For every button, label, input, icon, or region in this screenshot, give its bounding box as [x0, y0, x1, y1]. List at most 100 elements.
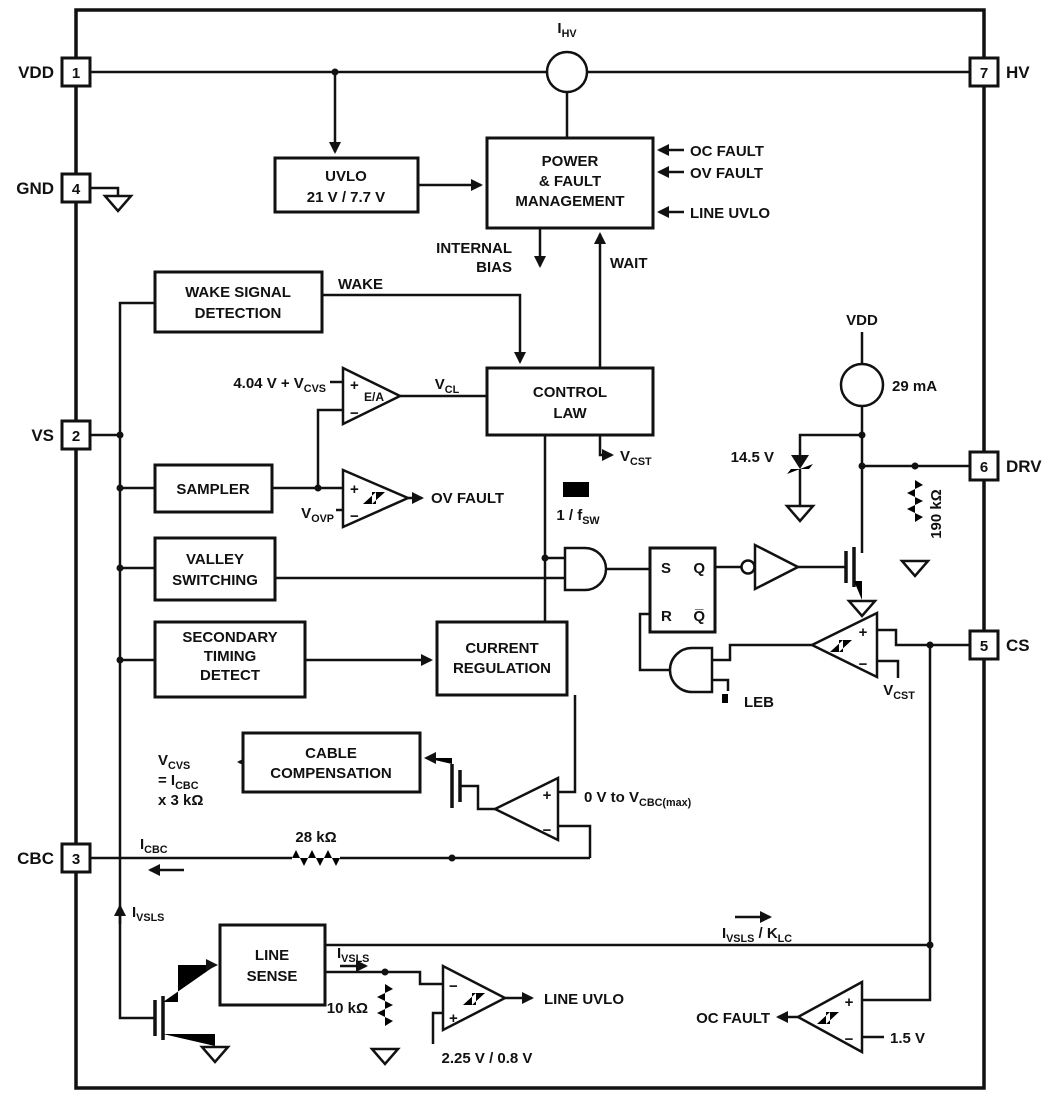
ov-comparator-triangle: [341, 468, 412, 529]
linesense-bot-out-wire: [325, 970, 443, 986]
vcl-label: VCL: [435, 376, 460, 396]
ea-plus-sign: +: [350, 377, 359, 394]
ic-outline: [74, 8, 986, 1090]
power-fault-label-3: MANAGEMENT: [515, 193, 624, 210]
valley-label-2: SWITCHING: [172, 572, 258, 589]
wait-label: WAIT: [610, 255, 648, 272]
vcbc-range-label: 0 V to VCBC(max): [584, 789, 692, 809]
resistor-28k: [292, 850, 340, 866]
block-control-law: CONTROL LAW: [485, 366, 655, 437]
ground-symbols: [102, 194, 931, 1066]
junction-dot: [541, 554, 549, 562]
hysteresis-icon: [363, 492, 385, 504]
zener-diode: [787, 455, 813, 474]
pin-hv-number: 7: [980, 65, 988, 82]
zener-branch-wire: [798, 433, 862, 455]
drv-mosfet-stubs: [854, 553, 862, 600]
pin-drv-number: 6: [980, 459, 988, 476]
pin-vdd: 1 VDD: [18, 56, 92, 88]
ov-fault-out-label: OV FAULT: [431, 490, 504, 507]
block-uvlo: UVLO 21 V / 7.7 V: [273, 156, 420, 214]
power-fault-label-1: POWER: [542, 153, 599, 170]
error-amplifier-triangle: [341, 365, 403, 427]
ivsls-mid-label: IVSLS: [337, 945, 369, 965]
opamp-minus-wire: [558, 824, 592, 858]
pin-cbc: 3 CBC: [17, 842, 92, 874]
pin-gnd-number: 4: [72, 181, 81, 198]
wake-detect-label-1: WAKE SIGNAL: [185, 284, 291, 301]
wake-label: WAKE: [338, 276, 383, 293]
and2-out-wire: [638, 612, 671, 672]
cbc-minus-sign: −: [543, 822, 552, 839]
control-law-label-2: LAW: [553, 405, 587, 422]
block-power-fault: POWER & FAULT MANAGEMENT: [485, 136, 655, 230]
pin-cbc-label: CBC: [17, 849, 54, 868]
fsw-label: 1 / fSW: [556, 507, 600, 527]
junction-dot: [314, 484, 322, 492]
line-sense-label-1: LINE: [255, 947, 289, 964]
zener-triangle: [791, 455, 809, 469]
ground-icon: [369, 1047, 401, 1066]
driver-triangle: [753, 542, 801, 592]
luvlo-plus-wire: [431, 1011, 443, 1044]
leb-stub-wire: [712, 678, 730, 691]
ea-label: E/A: [364, 390, 384, 404]
pin-vdd-number: 1: [72, 65, 80, 82]
block-sampler: SAMPLER: [153, 463, 274, 514]
gate-driver-buffer: [740, 542, 801, 592]
cable-box: [241, 731, 422, 794]
junction-dot: [331, 68, 339, 76]
sectime-label-1: SECONDARY: [182, 629, 277, 646]
cbc-plus-sign: +: [543, 787, 552, 804]
cable-label-1: CABLE: [305, 745, 357, 762]
cbc-opamp: + −: [492, 775, 560, 843]
vcvs-label-2: = ICBC: [158, 772, 199, 792]
junction-dot: [926, 941, 934, 949]
block-secondary-timing: SECONDARY TIMING DETECT: [153, 620, 307, 699]
ea-minus-sign: −: [350, 405, 359, 422]
sr-latch-box: [648, 546, 717, 634]
r190-label: 190 kΩ: [928, 489, 945, 539]
ground-icon: [102, 194, 134, 213]
oc-minus-sign: −: [845, 1031, 854, 1048]
junction-dot: [926, 641, 934, 649]
cbc-mosfet: [424, 752, 462, 808]
opamp-out-gate-wire: [460, 784, 495, 811]
internal-bias-label-1: INTERNAL: [436, 240, 512, 257]
pin-vs-box: [60, 419, 92, 451]
cs-minus-sign: −: [859, 656, 868, 673]
cbc-mosfet-drain: [424, 752, 452, 764]
junction-dot: [858, 462, 866, 470]
zener-voltage-label: 14.5 V: [731, 449, 774, 466]
pin-hv-label: HV: [1006, 63, 1030, 82]
block-current-regulation: CURRENT REGULATION: [435, 620, 569, 697]
junction-dots: [116, 68, 934, 976]
ls-mosfet-drain: [163, 959, 218, 1002]
klc-label: IVSLS / KLC: [722, 925, 792, 945]
latch-q-label: Q: [693, 560, 705, 577]
leb-label: LEB: [744, 694, 774, 711]
inverter-bubble: [740, 559, 756, 575]
curreg-label-1: CURRENT: [465, 640, 538, 657]
block-line-sense: LINE SENSE: [218, 923, 327, 1007]
hysteresis-icon: [817, 1012, 839, 1024]
sectime-label-2: TIMING: [204, 648, 257, 665]
pin-cs-number: 5: [980, 638, 988, 655]
sampler-box: [153, 463, 274, 514]
line-sense-mosfet: [153, 959, 218, 1046]
r10-label: 10 kΩ: [327, 1000, 368, 1017]
block-cable-compensation: CABLE COMPENSATION: [241, 731, 422, 794]
hysteresis-icon: [463, 993, 485, 1005]
sectime-label-3: DETECT: [200, 667, 260, 684]
pin-drv: 6 DRV: [968, 450, 1042, 482]
sr-latch: S Q R Q̅: [648, 546, 717, 634]
pin-vdd-box: [60, 56, 92, 88]
vcst-out-wire: [598, 435, 614, 461]
control-law-label-1: CONTROL: [533, 384, 607, 401]
line-sense-box: [218, 923, 327, 1007]
latch-s-label: S: [661, 560, 671, 577]
wake-wire: [322, 293, 526, 364]
line-uvlo-out-label: LINE UVLO: [544, 991, 624, 1008]
ma29-label: 29 mA: [892, 378, 937, 395]
